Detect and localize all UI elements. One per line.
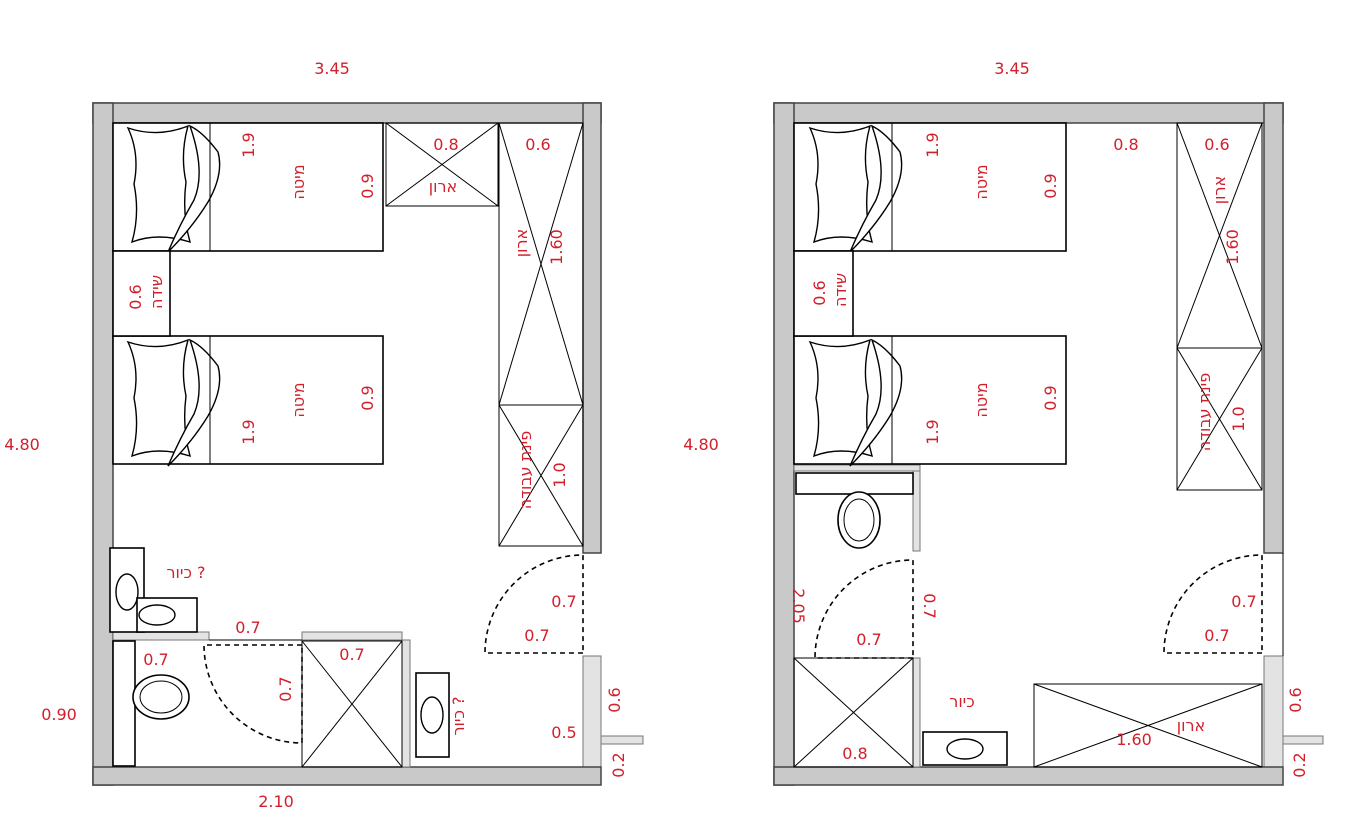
- right-bed1-length: 1.9: [923, 132, 942, 157]
- right-toilet-tank: [795, 472, 914, 495]
- right-gap-top: 0.8: [1113, 135, 1138, 154]
- left-bed1-label: מיטה: [289, 164, 308, 199]
- left-dresser: [112, 250, 171, 337]
- right-width-top: 3.45: [994, 59, 1030, 78]
- left-dresser-label: שידה: [147, 275, 166, 309]
- left-shower-dim: 0.7: [339, 645, 364, 664]
- right-bed2-length: 1.9: [923, 419, 942, 444]
- right-entry-door-b: 0.7: [1204, 626, 1229, 645]
- left-floor-plan: 3.45 4.80 0.90 2.10 1.9 מיטה 0.9 מיטה 0.…: [4, 59, 644, 811]
- left-wall-right-upper: [582, 102, 602, 554]
- right-entry-door-a: 0.7: [1231, 592, 1256, 611]
- left-work-corner-label: פינת עבודה: [516, 431, 535, 509]
- right-sink: [922, 731, 1008, 766]
- left-bed2-length: 1.9: [239, 419, 258, 444]
- right-shower-dim: 0.8: [842, 744, 867, 763]
- right-closet-tall-length: 1.60: [1223, 229, 1242, 265]
- right-wall-top: [773, 102, 1284, 124]
- left-entry-door-b: 0.7: [524, 626, 549, 645]
- left-work-corner-length: 1.0: [550, 462, 569, 487]
- left-work-corner: [498, 404, 584, 547]
- left-sink-question: כיור ?: [166, 563, 205, 582]
- right-closet-bottom-label: ארון: [1177, 716, 1205, 735]
- right-dresser: [793, 250, 854, 337]
- left-closet-small: [385, 122, 499, 207]
- left-closet-tall-label: ארון: [512, 229, 531, 257]
- right-bath-wall-a: [912, 470, 921, 552]
- left-bed2-label: מיטה: [289, 382, 308, 417]
- left-closet-small-size: 0.8: [433, 135, 458, 154]
- left-wall-thickness: 0.2: [609, 752, 628, 777]
- left-closet-tall-length: 1.60: [547, 229, 566, 265]
- left-bed2-width: 0.9: [358, 385, 377, 410]
- right-bed1-width: 0.9: [1041, 173, 1060, 198]
- left-bath-wall-c: [401, 639, 411, 768]
- right-closet-tall-depth: 0.6: [1204, 135, 1229, 154]
- left-toilet-dim: 0.7: [143, 650, 168, 669]
- left-bath-wall-b: [301, 631, 403, 641]
- right-floor-plan: 3.45 4.80 0.8 1.9 מיטה 0.9 מיטה 0.9 1.9 …: [683, 59, 1324, 786]
- left-sink-question-2: כיור ?: [449, 696, 468, 735]
- right-bath-length: 2.05: [789, 588, 808, 624]
- right-wall-right-lower: [1263, 655, 1284, 786]
- right-bath-door-bottom: 0.7: [856, 630, 881, 649]
- left-bath-width: 2.10: [258, 792, 294, 811]
- left-bath-door-top: 0.7: [235, 618, 260, 637]
- left-height-side: 4.80: [4, 435, 40, 454]
- right-closet-tall-label: ארון: [1210, 176, 1229, 204]
- left-toilet-bowl: [132, 674, 190, 720]
- left-wall-right-lower: [582, 655, 602, 786]
- right-wall-bottom: [773, 766, 1284, 786]
- right-bath-door: [814, 559, 914, 659]
- left-shower: [301, 640, 403, 768]
- left-wall-bottom: [92, 766, 602, 786]
- left-sink-upper-b: [136, 597, 198, 633]
- right-closet-bottom: [1033, 683, 1263, 768]
- left-bed1-width: 0.9: [358, 173, 377, 198]
- right-work-corner-label: פינת עבודה: [1195, 373, 1214, 451]
- left-bath-wall-a: [112, 631, 210, 641]
- right-bed2-width: 0.9: [1041, 385, 1060, 410]
- left-width-top: 3.45: [314, 59, 350, 78]
- left-toilet-tank: [112, 640, 136, 767]
- right-entry-door: [1163, 554, 1263, 654]
- right-wall-left: [773, 102, 795, 786]
- left-bath-door: [203, 644, 303, 744]
- left-entry-door-a: 0.7: [551, 592, 576, 611]
- left-closet-small-label: ארון: [429, 177, 457, 196]
- right-shower: [793, 657, 914, 768]
- left-wall-left: [92, 102, 114, 786]
- left-wall-top: [92, 102, 602, 124]
- right-toilet-bowl: [837, 491, 881, 549]
- right-work-corner-length: 1.0: [1229, 406, 1248, 431]
- left-bed1-length: 1.9: [239, 132, 258, 157]
- right-wall-right-upper: [1263, 102, 1284, 554]
- left-wall-stub: [600, 735, 644, 745]
- left-entry-door: [484, 554, 584, 654]
- right-wall-thickness: 0.2: [1290, 752, 1309, 777]
- right-dresser-size: 0.6: [810, 280, 829, 305]
- right-work-corner: [1176, 347, 1263, 491]
- right-bath-door-side: 0.7: [920, 593, 939, 618]
- right-bed2-label: מיטה: [972, 382, 991, 417]
- right-bath-wall-top: [793, 464, 921, 472]
- right-closet-bottom-length: 1.60: [1116, 730, 1152, 749]
- right-bath-wall-b: [912, 657, 921, 768]
- right-height-side: 4.80: [683, 435, 719, 454]
- right-bed1-label: מיטה: [972, 164, 991, 199]
- left-closet-tall-depth: 0.6: [525, 135, 550, 154]
- right-wall-stub: [1282, 735, 1324, 745]
- left-bath-height: 0.90: [41, 705, 77, 724]
- left-dresser-size: 0.6: [126, 284, 145, 309]
- right-wall-depth: 0.6: [1286, 687, 1305, 712]
- left-wall-segment: 0.5: [551, 723, 576, 742]
- right-dresser-label: שידה: [831, 273, 850, 307]
- left-wall-depth: 0.6: [605, 687, 624, 712]
- left-bath-door-side: 0.7: [276, 676, 295, 701]
- right-sink-label: כיור: [949, 692, 974, 711]
